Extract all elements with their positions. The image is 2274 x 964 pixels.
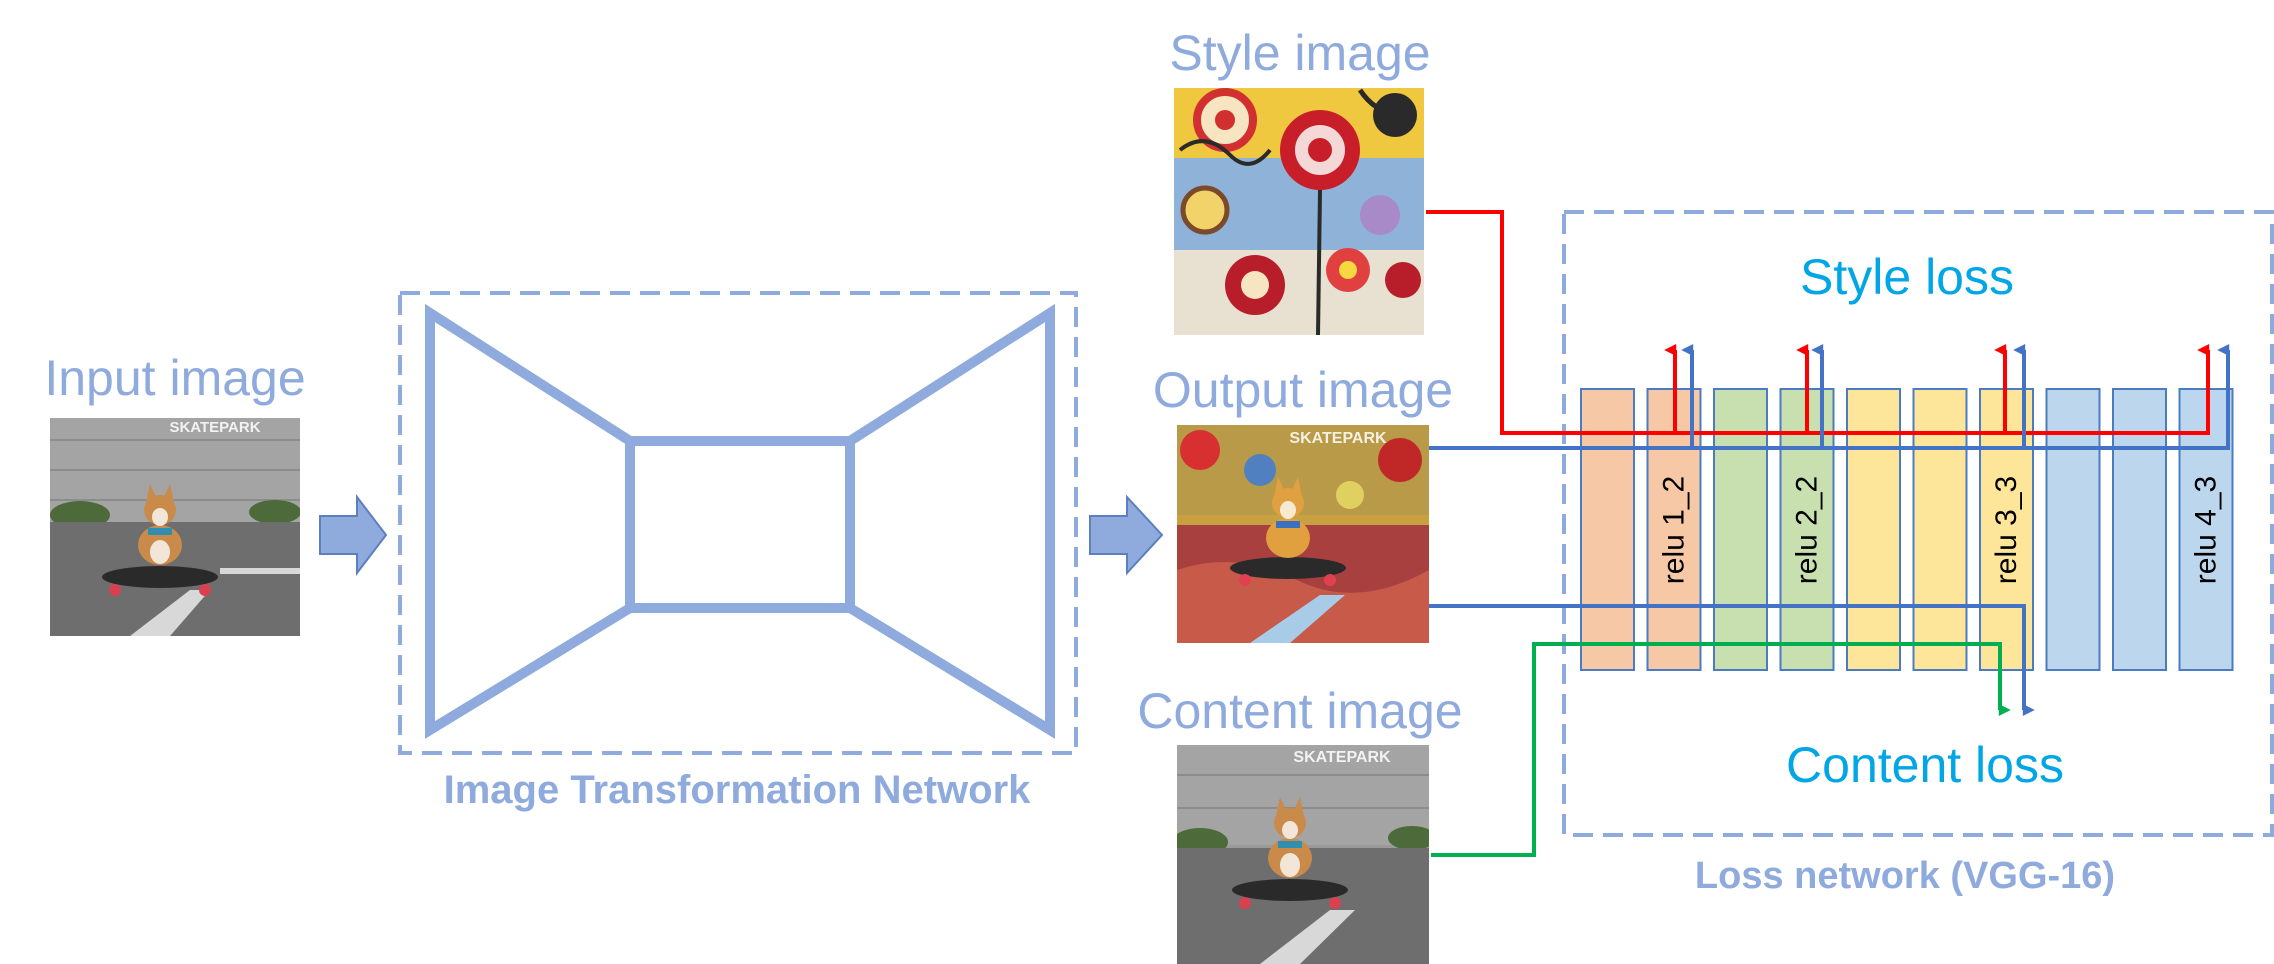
transform-network-label: Image Transformation Network	[444, 768, 1032, 812]
network-to-output-arrow	[1089, 494, 1164, 576]
vgg-layer-label: relu 2_2	[1791, 476, 1824, 584]
content-image-label: Content image	[1137, 683, 1462, 739]
loss-network-frame	[1562, 210, 2274, 837]
content-loss-label: Content loss	[1786, 737, 2064, 793]
loss-network-label: Loss network (VGG-16)	[1695, 855, 2115, 897]
style-loss-label: Style loss	[1800, 249, 2014, 305]
output-image: SKATEPARK	[1177, 425, 1429, 643]
vgg-layer-label: relu 3_3	[1990, 476, 2023, 584]
vgg-layer-block	[1779, 388, 1835, 671]
output-feature-lines	[1429, 344, 2230, 716]
input-to-network-arrow	[319, 494, 388, 576]
input-image-label: Input image	[44, 350, 305, 406]
style-image-label: Style image	[1169, 25, 1430, 81]
vgg-layer-block	[1713, 388, 1768, 671]
vgg-layer-block	[1580, 388, 1635, 671]
style-feature-lines	[1426, 210, 2210, 435]
vgg-layer-label: relu 1_2	[1658, 476, 1691, 584]
style-image	[1174, 88, 1424, 335]
skatepark-sign: SKATEPARK	[169, 419, 260, 436]
output-image-label: Output image	[1153, 362, 1453, 418]
content-image: SKATEPARK	[1177, 745, 1429, 964]
vgg-layer-block	[2178, 388, 2234, 671]
transform-network-frame	[398, 291, 1078, 755]
output-skatepark-sign: SKATEPARK	[1289, 430, 1387, 447]
vgg-layer-label: relu 4_3	[2190, 476, 2223, 584]
vgg-layer-block	[1846, 388, 1901, 671]
encoder-decoder-shape	[425, 303, 1055, 739]
content-feature-line	[1431, 642, 2011, 857]
content-skatepark-sign: SKATEPARK	[1293, 749, 1391, 766]
vgg-layer-block	[2045, 388, 2101, 671]
vgg-layer-block	[2112, 388, 2167, 671]
input-image: SKATEPARK	[50, 418, 300, 636]
vgg-layer-block	[1912, 388, 1968, 671]
